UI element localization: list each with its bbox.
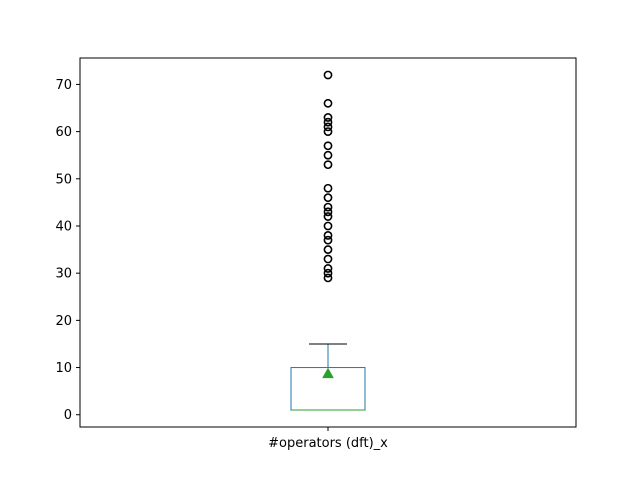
- y-tick-label: 70: [55, 78, 72, 93]
- y-tick-label: 40: [55, 219, 72, 234]
- outlier-point: [323, 202, 333, 212]
- y-tick-label: 50: [55, 172, 72, 187]
- outlier-point: [323, 193, 333, 203]
- x-axis: #operators (dft)_x: [268, 427, 388, 451]
- y-tick-label: 10: [55, 361, 72, 376]
- outlier-point: [323, 221, 333, 231]
- x-tick-label: #operators (dft)_x: [268, 436, 388, 451]
- y-axis: 0 10 20 30 40 50 60 70: [55, 78, 80, 423]
- outlier-point: [323, 231, 333, 240]
- y-tick-label: 30: [55, 267, 72, 282]
- outlier-point: [323, 70, 333, 80]
- outlier-point: [323, 254, 333, 264]
- outlier-point: [323, 264, 333, 273]
- outlier-point: [323, 212, 333, 221]
- plot-frame: [79, 57, 577, 428]
- outlier-point: [323, 207, 333, 217]
- outlier-point: [323, 117, 333, 127]
- mean-marker: [322, 367, 334, 379]
- y-tick-label: 60: [55, 125, 72, 140]
- outlier-point: [323, 122, 333, 132]
- outlier-point: [323, 98, 333, 108]
- y-tick-label: 20: [55, 314, 72, 329]
- outlier-point: [323, 183, 333, 193]
- box-plot-marks: [290, 70, 366, 411]
- outlier-point: [323, 127, 333, 137]
- outlier-point: [323, 268, 333, 278]
- outlier-point: [323, 150, 333, 160]
- y-tick-label: 0: [64, 408, 72, 423]
- outlier-point: [323, 245, 333, 254]
- outlier-point: [323, 113, 333, 122]
- outlier-point: [323, 273, 333, 283]
- outlier-point: [323, 141, 333, 151]
- outlier-point: [323, 235, 333, 245]
- outlier-point: [323, 160, 333, 170]
